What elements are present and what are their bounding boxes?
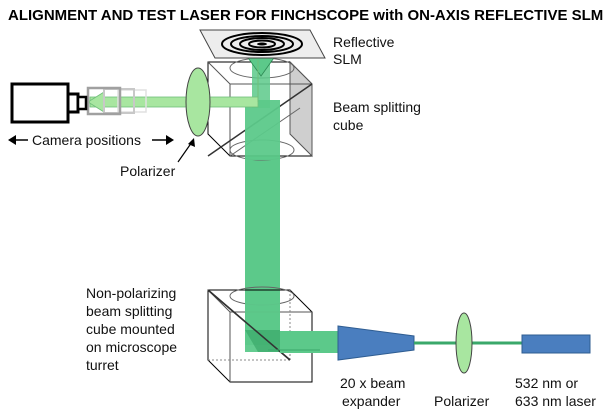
beam-turn <box>245 330 280 352</box>
beam-expander-icon <box>337 325 415 361</box>
bs-label-line1: Beam splitting <box>333 99 421 115</box>
polarizer-icon <box>185 67 211 137</box>
polarizer-icon <box>455 312 473 374</box>
slm-label-line2: SLM <box>333 51 362 67</box>
expander-label-line1: 20 x beam <box>340 375 405 391</box>
np-label-line5: turret <box>86 357 119 373</box>
slm-label-line1: Reflective <box>333 34 395 50</box>
np-label-line1: Non-polarizing <box>86 285 176 301</box>
camera-positions-text: Camera positions <box>32 132 141 148</box>
camera-positions-label: Camera positions <box>8 132 174 148</box>
np-label-line4: on microscope <box>86 339 177 355</box>
polarizer-bottom-label: Polarizer <box>434 393 490 409</box>
np-label-line2: beam splitting <box>86 303 172 319</box>
bs-label-line2: cube <box>333 117 364 133</box>
arrow-icon <box>87 91 105 113</box>
slm-icon <box>199 29 326 59</box>
expander-label-line2: expander <box>342 393 401 409</box>
arrow-icon <box>177 141 193 163</box>
polarizer-top-label: Polarizer <box>120 163 176 179</box>
reflected-beam <box>89 96 259 108</box>
np-label-line3: cube mounted <box>86 321 175 337</box>
diagram-title: ALIGNMENT AND TEST LASER FOR FINCHSCOPE … <box>8 7 603 24</box>
laser-label-line1: 532 nm or <box>515 375 578 391</box>
beam-in-top-cube <box>245 100 280 160</box>
laser-icon <box>521 334 591 354</box>
laser-label-line2: 633 nm laser <box>515 393 596 409</box>
horizontal-beam <box>280 331 338 353</box>
camera-icon <box>10 82 147 124</box>
